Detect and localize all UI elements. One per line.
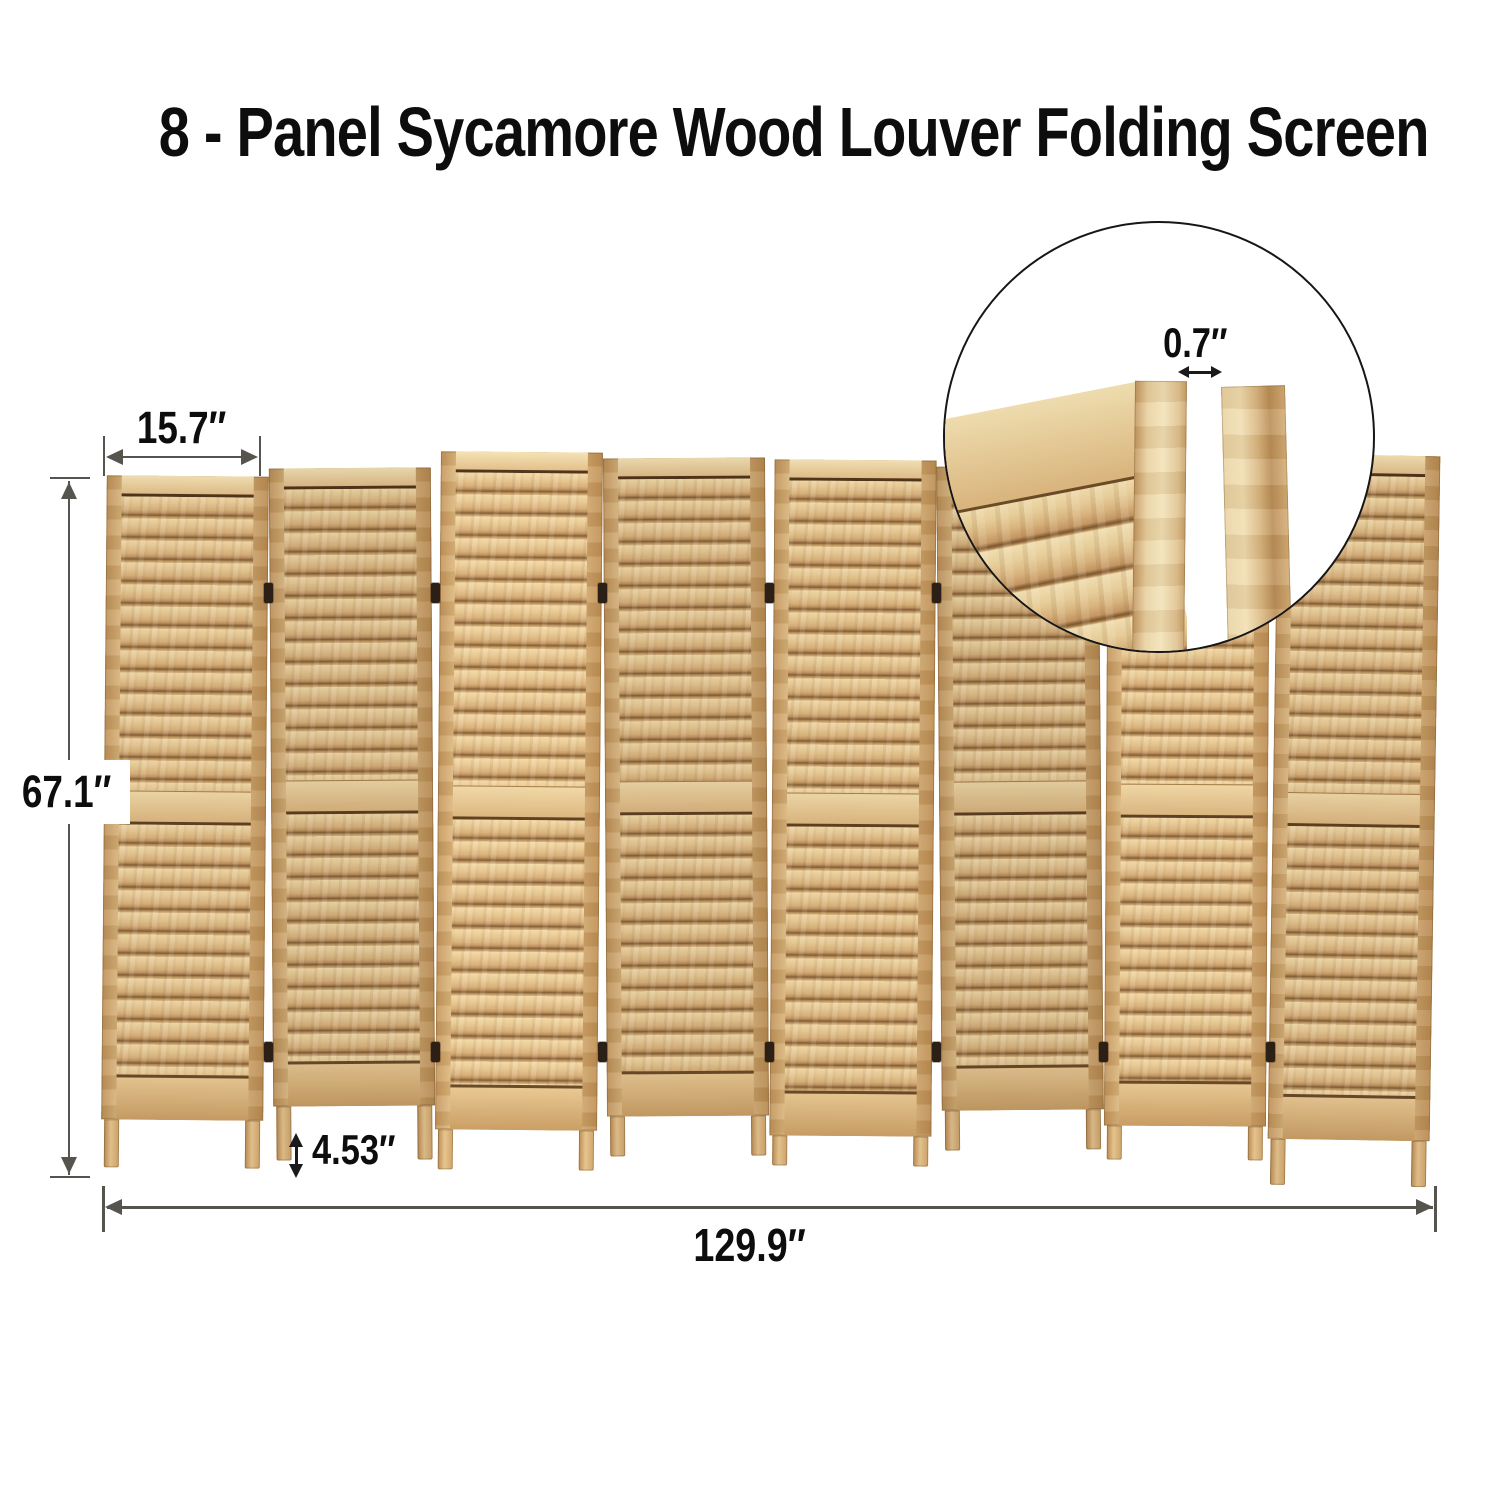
louver-slats-upper bbox=[787, 480, 922, 794]
panel-leg bbox=[913, 1136, 929, 1167]
panel-leg bbox=[610, 1116, 626, 1157]
panel-hinge bbox=[264, 1042, 273, 1062]
panel-middle-rail bbox=[285, 779, 419, 815]
panel-bottom-rail bbox=[956, 1064, 1089, 1111]
panel-bottom-rail bbox=[1118, 1080, 1252, 1127]
panel-top-rail bbox=[789, 459, 922, 482]
panel-leg bbox=[1410, 1140, 1427, 1188]
panel-leg bbox=[751, 1115, 767, 1156]
detail-zoom-circle: 0.7″ bbox=[943, 221, 1375, 653]
panel-hinge bbox=[431, 583, 440, 603]
panel-leg bbox=[1269, 1138, 1286, 1185]
panel-middle-rail bbox=[118, 790, 252, 827]
panel-hinge bbox=[765, 583, 774, 603]
panel-middle-rail bbox=[953, 780, 1087, 817]
louver-slats-lower bbox=[286, 813, 420, 1062]
panel-hinge bbox=[598, 1042, 607, 1062]
screen-panel bbox=[435, 451, 603, 1171]
louver-slats-lower bbox=[784, 826, 919, 1092]
louver-slats-lower bbox=[116, 824, 251, 1076]
panel-hinge bbox=[598, 583, 607, 603]
panel-leg bbox=[276, 1106, 292, 1161]
louver-slats-upper bbox=[283, 488, 418, 781]
panel-middle-rail bbox=[1287, 791, 1421, 828]
panel-leg bbox=[944, 1110, 961, 1151]
arrow-right-icon bbox=[1211, 366, 1222, 378]
panel-hinge bbox=[932, 583, 941, 603]
page-title: 8 - Panel Sycamore Wood Louver Folding S… bbox=[0, 92, 1500, 172]
page-title-text: 8 - Panel Sycamore Wood Louver Folding S… bbox=[158, 93, 1430, 171]
panel-leg bbox=[1247, 1126, 1263, 1161]
louver-slats-lower bbox=[620, 814, 754, 1072]
panel-leg bbox=[103, 1119, 120, 1168]
screen-panel bbox=[602, 457, 770, 1157]
panel-hinge bbox=[431, 1042, 440, 1062]
screen-panel bbox=[769, 459, 937, 1167]
panel-hinge bbox=[765, 1042, 774, 1062]
panel-leg bbox=[578, 1130, 595, 1171]
louver-slats-lower bbox=[1283, 825, 1420, 1096]
panel-bottom-rail bbox=[1282, 1093, 1416, 1141]
louver-slats-lower bbox=[450, 819, 585, 1086]
panel-leg bbox=[244, 1120, 261, 1169]
panel-bottom-rail bbox=[450, 1084, 583, 1131]
panel-gap-label: 0.7″ bbox=[1162, 319, 1228, 366]
panel-leg bbox=[1106, 1125, 1122, 1160]
dimension-line bbox=[1188, 371, 1212, 374]
arrow-left-icon bbox=[1178, 366, 1189, 378]
panel-middle-rail bbox=[619, 780, 753, 816]
screen-panel bbox=[268, 467, 436, 1161]
panel-bottom-rail bbox=[784, 1090, 917, 1137]
panel-top-rail bbox=[617, 457, 751, 480]
panel-hinge bbox=[1266, 1042, 1275, 1062]
panel-top-rail bbox=[283, 467, 416, 490]
panel-bottom-rail bbox=[621, 1070, 755, 1117]
panel-leg bbox=[1085, 1109, 1102, 1150]
panel-top-rail bbox=[121, 475, 254, 498]
panel-bottom-rail bbox=[116, 1074, 249, 1121]
panel-top-rail bbox=[455, 451, 588, 474]
louver-slats-lower bbox=[954, 814, 1089, 1066]
panel-middle-rail bbox=[452, 785, 586, 821]
panel-hinge bbox=[1099, 1042, 1108, 1062]
louver-slats-upper bbox=[618, 478, 752, 782]
panel-hinge bbox=[264, 583, 273, 603]
panel-middle-rail bbox=[786, 792, 920, 828]
louver-slats-lower bbox=[1119, 817, 1253, 1082]
detail-gap bbox=[1187, 343, 1221, 651]
panel-bottom-rail bbox=[287, 1060, 421, 1107]
panel-hinge bbox=[932, 1042, 941, 1062]
panel-leg bbox=[437, 1129, 454, 1170]
louver-slats-upper bbox=[453, 472, 588, 787]
detail-top-rail bbox=[945, 381, 1160, 519]
panel-leg bbox=[772, 1135, 788, 1166]
detail-stile-left bbox=[1129, 380, 1187, 651]
louver-slats-upper bbox=[119, 496, 254, 793]
screen-panel bbox=[101, 475, 269, 1169]
panel-middle-rail bbox=[1120, 783, 1254, 819]
panel-leg bbox=[417, 1105, 433, 1160]
